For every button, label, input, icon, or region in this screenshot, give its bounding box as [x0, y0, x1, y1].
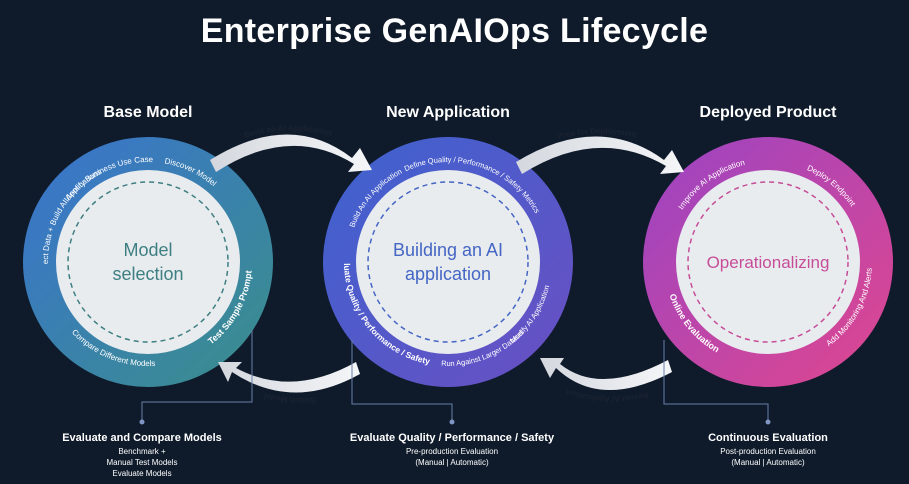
arrow-prep-for-deployment: Prep for Deployment	[516, 126, 684, 174]
inner-label-line: application	[404, 264, 492, 284]
dashed-cycle-base-model	[67, 181, 229, 343]
inner-label-line: Building an AI	[392, 240, 504, 260]
eval-line: Manual Test Models	[106, 458, 178, 467]
arrow-revisit-ai-application: Revisit AI Application	[540, 358, 672, 404]
callout-dot-continuous-evaluation	[765, 419, 771, 425]
stage-label-deployed-product: Deployed Product	[699, 104, 837, 121]
eval-title: Evaluate and Compare Models	[62, 432, 222, 444]
inner-label-operationalizing: Operationalizing	[678, 251, 858, 275]
callout-lines	[141, 330, 769, 420]
arrow-label-switch-model: Switch Model	[263, 391, 316, 405]
arrow-switch-model: Switch Model	[218, 362, 360, 405]
stage-label-base-model: Base Model	[103, 104, 193, 121]
page-title: Enterprise GenAIOps Lifecycle	[200, 12, 709, 50]
inner-disc-new-application	[356, 170, 540, 354]
circle-base-model	[23, 137, 273, 387]
eval-block-evaluate-quality: Evaluate Quality / Performance / Safety …	[302, 432, 602, 468]
eval-line: Post-production Evaluation	[720, 447, 816, 456]
inner-disc-deployed-product	[676, 170, 860, 354]
callout-dots	[139, 419, 771, 425]
eval-block-continuous-evaluation: Continuous Evaluation Post-production Ev…	[618, 432, 909, 468]
callout-line-continuous-evaluation	[663, 340, 769, 420]
eval-line: Benchmark +	[118, 447, 166, 456]
inner-label-model-selection: Model selection	[78, 238, 218, 286]
inner-label-building-ai-application: Building an AI application	[368, 238, 528, 286]
circle-new-application	[323, 137, 573, 387]
eval-block-evaluate-compare-models: Evaluate and Compare Models Benchmark + …	[0, 432, 292, 479]
dashed-cycle-deployed-product	[687, 181, 849, 343]
arrow-build-ai-application: Build an AI Application	[210, 123, 372, 172]
inner-label-line: selection	[112, 264, 184, 284]
eval-line: Pre-production Evaluation	[405, 447, 499, 456]
eval-title: Evaluate Quality / Performance / Safety	[349, 432, 555, 444]
eval-line: (Manual | Automatic)	[731, 458, 805, 467]
circle-deployed-product	[643, 137, 893, 387]
stage-label-new-application: New Application	[386, 104, 510, 121]
callout-line-evaluate-compare	[141, 330, 253, 420]
callout-dot-evaluate-compare	[139, 419, 145, 425]
dashed-cycle-new-application	[367, 181, 529, 343]
inner-label-line: Operationalizing	[706, 253, 830, 272]
inner-disc-base-model	[56, 170, 240, 354]
callout-line-evaluate-quality	[351, 340, 453, 420]
callout-dot-evaluate-quality	[449, 419, 455, 425]
inner-label-line: Model	[123, 240, 173, 260]
eval-title: Continuous Evaluation	[708, 432, 828, 444]
eval-line: Evaluate Models	[112, 469, 172, 478]
eval-line: (Manual | Automatic)	[415, 458, 489, 467]
